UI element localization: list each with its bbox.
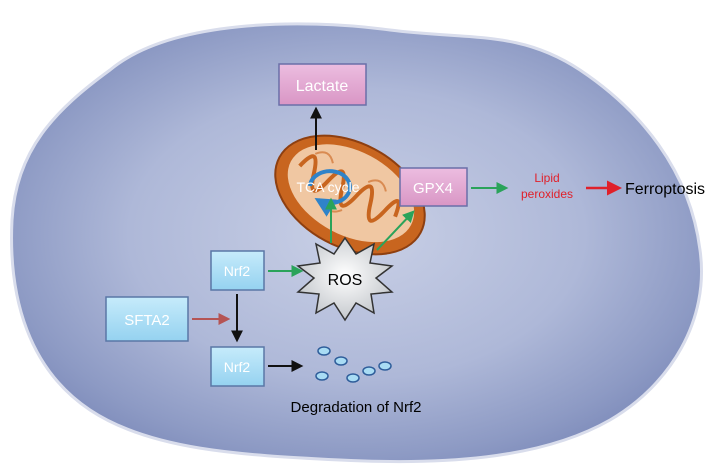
lipid-peroxides-line1: Lipid bbox=[534, 171, 559, 185]
lactate-box bbox=[278, 63, 367, 106]
gpx4-label: GPX4 bbox=[413, 180, 453, 197]
lipid-peroxides-line2: peroxides bbox=[521, 187, 573, 201]
lactate-label: Lactate bbox=[296, 78, 349, 95]
nrf2-bottom-label: Nrf2 bbox=[224, 359, 251, 375]
gpx4-box bbox=[399, 167, 468, 207]
fragment-dot bbox=[378, 361, 392, 371]
tca-cycle-label: TCA cycle bbox=[296, 179, 359, 195]
nrf2-top-label: Nrf2 bbox=[224, 263, 251, 279]
degradation-label: Degradation of Nrf2 bbox=[291, 399, 422, 416]
fragment-dot bbox=[317, 346, 331, 356]
sfta2-label: SFTA2 bbox=[124, 312, 170, 329]
ros-label: ROS bbox=[328, 272, 363, 289]
ferroptosis-label: Ferroptosis bbox=[625, 181, 705, 198]
sfta2-box bbox=[105, 296, 189, 342]
nrf2-bottom-box bbox=[210, 346, 265, 387]
fragment-dot bbox=[315, 371, 329, 381]
fragment-dot bbox=[334, 356, 348, 366]
degraded-fragments bbox=[315, 346, 392, 383]
mitochondrion bbox=[274, 134, 426, 256]
fragment-dot bbox=[346, 373, 360, 383]
fragment-dot bbox=[362, 366, 376, 376]
arrow-ros-to-gpx4 bbox=[376, 210, 415, 251]
ros-starburst bbox=[296, 236, 394, 322]
nrf2-top-box bbox=[210, 250, 265, 291]
